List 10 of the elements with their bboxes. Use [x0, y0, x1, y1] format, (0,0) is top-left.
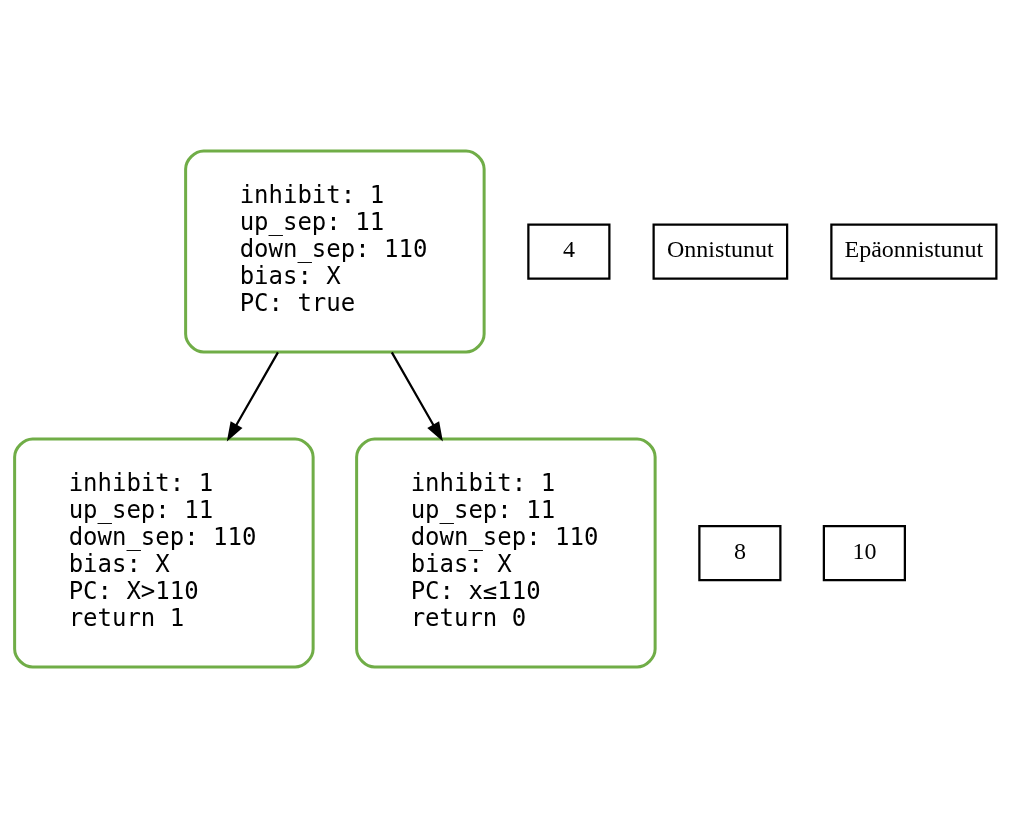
arrow: [390, 351, 443, 442]
node-box: inhibit: 1 up_sep: 11 down_sep: 110 bias: X PC: x≤110 return 0: [355, 437, 657, 669]
node-box: inhibit: 1 up_sep: 11 down_sep: 110 bias: X PC: X>110 return 1: [13, 437, 315, 669]
node-box: Epäonnistunut: [830, 223, 998, 280]
node-box: 4: [527, 223, 611, 280]
node-box: inhibit: 1 up_sep: 11 down_sep: 110 bias: X PC: true: [184, 149, 486, 354]
node-box: Onnistunut: [652, 223, 789, 280]
node-box: 10: [822, 524, 906, 582]
arrow: [226, 351, 279, 442]
node-box: 8: [698, 524, 782, 582]
